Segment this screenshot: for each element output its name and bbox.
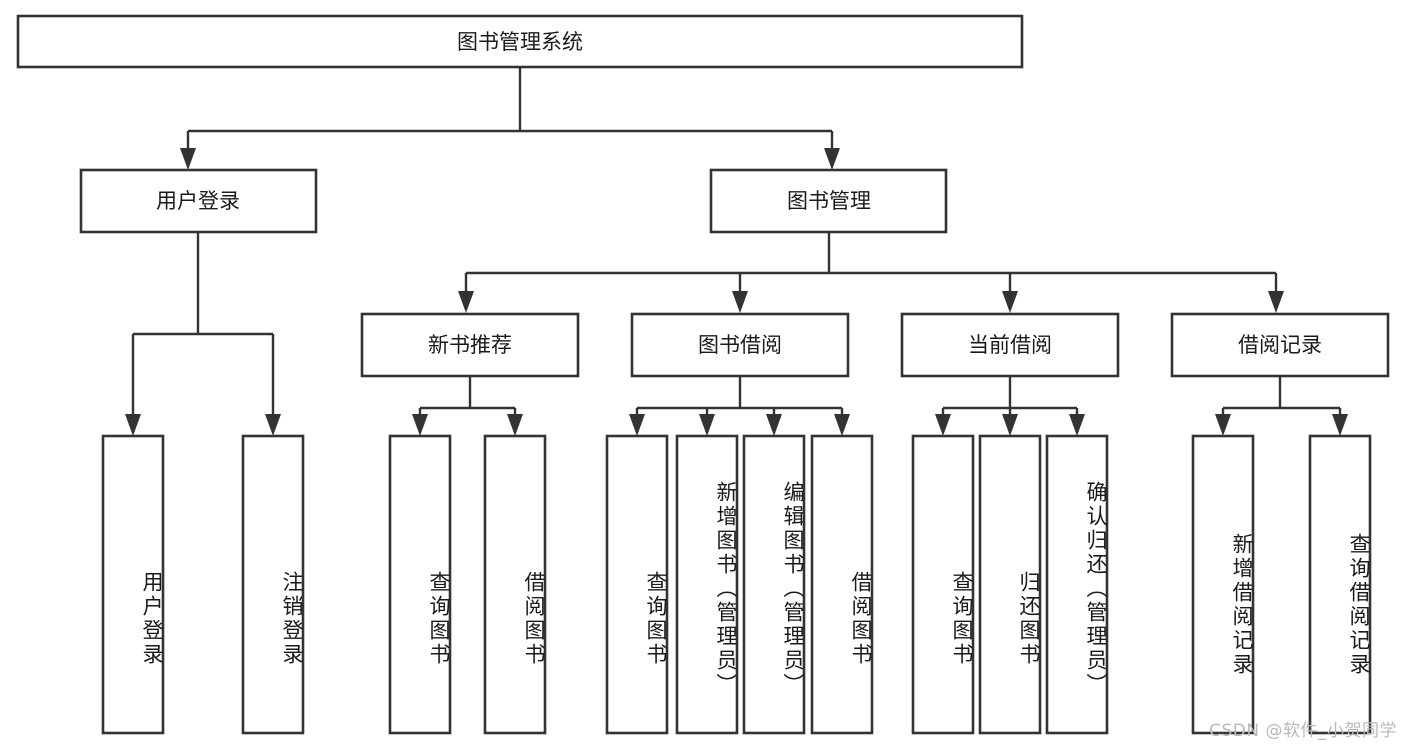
node-borrow-record-label: 借阅记录 xyxy=(1238,333,1322,357)
node-book-management-label: 图书管理 xyxy=(787,189,871,213)
node-user-login-label: 用户登录 xyxy=(156,189,240,213)
node-root-system-label: 图书管理系统 xyxy=(457,30,583,54)
node-leaf-edit-book[interactable] xyxy=(742,434,806,735)
connector-borrowrecord-to-leaves xyxy=(1215,376,1348,436)
connector-userlogin-to-leaves xyxy=(125,233,281,436)
node-leaf-add-record[interactable] xyxy=(1191,434,1255,735)
node-leaf-query-book-3[interactable] xyxy=(911,434,975,735)
node-current-borrow-label: 当前借阅 xyxy=(968,333,1052,357)
node-leaf-logout-login[interactable] xyxy=(241,434,305,735)
watermark-text: CSDN @软件_小贺同学 xyxy=(1209,721,1397,741)
node-root-system[interactable]: 图书管理系统 xyxy=(16,14,1024,69)
node-book-borrow-label: 图书借阅 xyxy=(698,333,782,357)
node-leaf-confirm-return[interactable] xyxy=(1045,434,1109,735)
node-borrow-record[interactable]: 借阅记录 xyxy=(1170,312,1390,378)
node-leaf-borrow-book-2[interactable] xyxy=(810,434,874,735)
node-leaf-user-login[interactable] xyxy=(101,434,165,735)
leaf-boxes xyxy=(101,434,1372,735)
node-leaf-return-book[interactable] xyxy=(978,434,1042,735)
node-new-book-recommend[interactable]: 新书推荐 xyxy=(360,312,580,378)
node-book-management[interactable]: 图书管理 xyxy=(709,168,948,234)
connector-currentborrow-to-leaves xyxy=(935,376,1085,436)
node-book-borrow[interactable]: 图书借阅 xyxy=(630,312,850,378)
connector-bookmgmt-to-level2 xyxy=(458,233,1284,313)
node-user-login[interactable]: 用户登录 xyxy=(79,168,318,234)
node-leaf-add-book[interactable] xyxy=(675,434,739,735)
node-leaf-query-book-1[interactable] xyxy=(388,434,452,735)
connector-bookborrow-to-leaves xyxy=(629,376,850,436)
connector-newbook-to-leaves xyxy=(412,376,523,436)
node-new-book-recommend-label: 新书推荐 xyxy=(428,333,512,357)
connector-root-to-level1 xyxy=(180,67,840,170)
node-leaf-borrow-book-1[interactable] xyxy=(483,434,547,735)
node-leaf-query-record[interactable] xyxy=(1308,434,1372,735)
node-current-borrow[interactable]: 当前借阅 xyxy=(900,312,1120,378)
node-leaf-query-book-2[interactable] xyxy=(605,434,669,735)
